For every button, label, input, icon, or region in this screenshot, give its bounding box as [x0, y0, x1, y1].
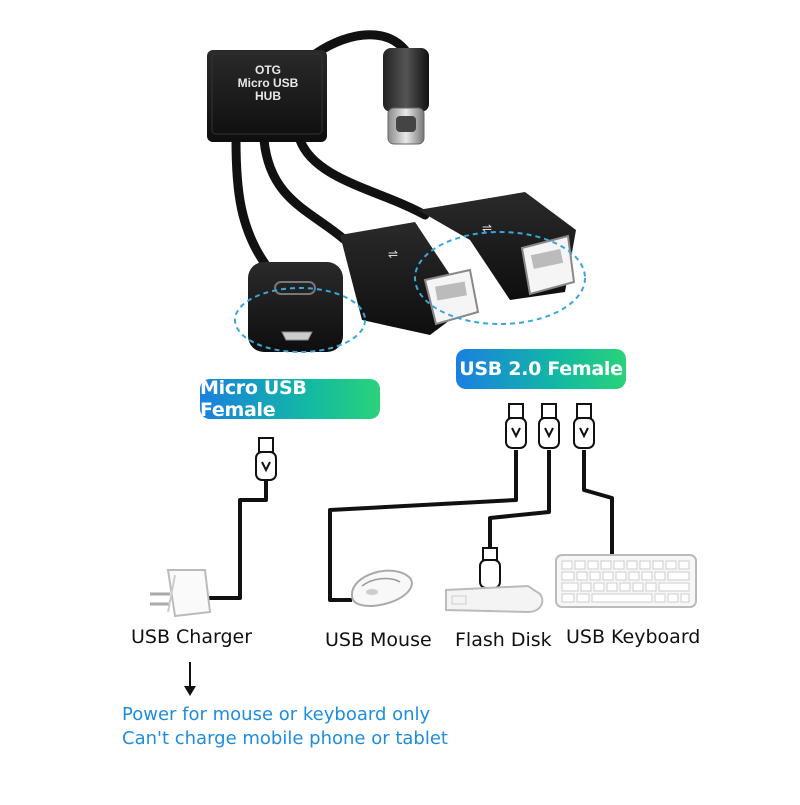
hub-cables	[231, 30, 430, 273]
hub-body: OTG Micro USB HUB	[207, 50, 327, 142]
flash-disk-icon	[445, 584, 544, 614]
flash-disk-label: Flash Disk	[455, 629, 552, 651]
usb-keyboard-label: USB Keyboard	[566, 626, 701, 648]
svg-text:⇌: ⇌	[388, 247, 398, 261]
micro-usb-female-badge: Micro USB Female	[200, 377, 380, 421]
micro-usb-female-connector	[248, 262, 343, 352]
usb-plug-icon	[255, 437, 277, 481]
hub-text-line1: OTG	[255, 63, 281, 77]
usb-plug-icon	[538, 403, 560, 449]
usb-female-connector-2: ⇌	[418, 192, 576, 300]
charge-warning-note: Can't charge mobile phone or tablet	[122, 728, 448, 749]
usb-plug-icon	[573, 403, 595, 449]
hub-text-line3: HUB	[255, 89, 281, 103]
hub-text-line2: Micro USB	[238, 76, 299, 90]
arrow-down-icon	[184, 662, 196, 696]
device-cables	[205, 450, 614, 602]
keyboard-icon	[555, 554, 697, 608]
usb-mouse-label: USB Mouse	[325, 629, 432, 651]
usb-plug-icon	[505, 403, 527, 449]
wall-charger-icon	[150, 569, 212, 618]
micro-usb-highlight	[234, 287, 366, 353]
usb-plug-icon	[479, 547, 501, 589]
type-c-plug	[383, 48, 429, 145]
usb-charger-label: USB Charger	[131, 626, 253, 648]
power-note: Power for mouse or keyboard only	[122, 704, 431, 725]
usb-female-connector-1: ⇌	[340, 222, 480, 335]
usb20-female-badge: USB 2.0 Female	[456, 349, 626, 389]
usb20-highlight	[414, 231, 586, 325]
svg-text:⇌: ⇌	[482, 221, 492, 235]
mouse-icon	[350, 569, 413, 608]
